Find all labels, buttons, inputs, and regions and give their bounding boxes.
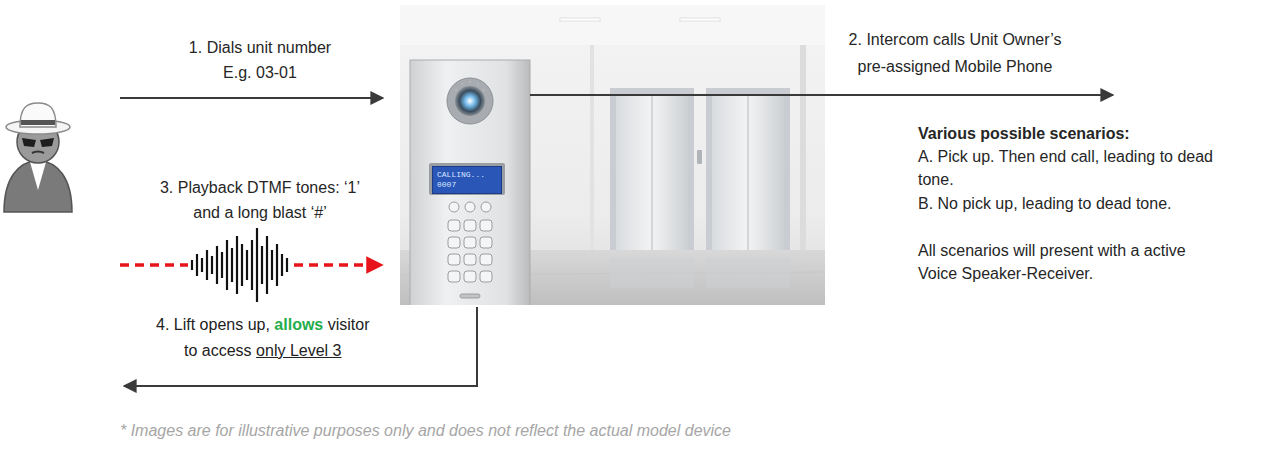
- step-label: to access: [184, 342, 252, 359]
- footnote: * Images are for illustrative purposes o…: [120, 419, 1020, 442]
- step-label: 1. Dials unit number: [130, 36, 390, 59]
- sound-waveform: [192, 228, 287, 302]
- step-label: 4. Lift opens up,: [156, 316, 270, 333]
- step-label: visitor: [328, 316, 370, 333]
- step-label: and a long blast ‘#’: [120, 201, 400, 224]
- lcd-screen: CALLING... 0007: [432, 166, 502, 194]
- step-label: pre-assigned Mobile Phone: [800, 55, 1110, 78]
- scenario-note: B. No pick up, leading to dead tone.: [918, 192, 1258, 215]
- scenario-note: A. Pick up. Then end call, leading to de…: [918, 145, 1218, 191]
- scenario-heading: Various possible scenarios:: [918, 122, 1258, 145]
- step-label-group: 4. Lift opens up,allows visitor to accesso…: [120, 312, 410, 364]
- step-label: E.g. 03-01: [130, 61, 390, 84]
- emphasis-word: allows: [274, 316, 323, 333]
- visitor-icon: [4, 103, 72, 212]
- step-label: 3. Playback DTMF tones: ‘1’: [120, 176, 400, 199]
- scenario-note: All scenarios will present with a active…: [918, 239, 1186, 285]
- step-label: only Level 3: [256, 342, 341, 359]
- screen-text: CALLING... 0007: [437, 170, 497, 190]
- step-label: 2. Intercom calls Unit Owner’s: [800, 28, 1110, 51]
- intercom-photo: [400, 5, 825, 305]
